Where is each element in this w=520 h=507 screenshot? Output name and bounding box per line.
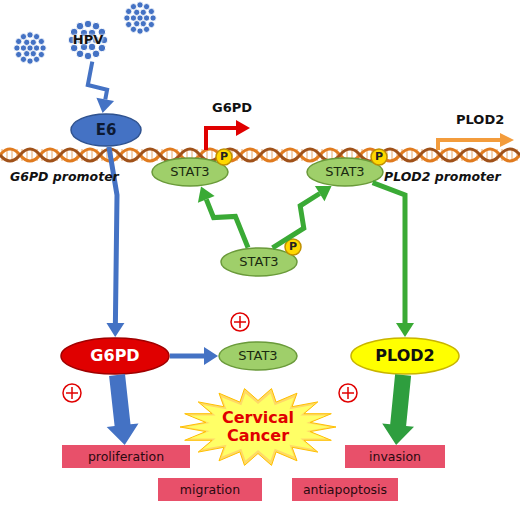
connector bbox=[198, 186, 248, 247]
gene-label: G6PD bbox=[212, 100, 252, 115]
transcription-arrowhead bbox=[236, 120, 250, 136]
arrowhead bbox=[106, 323, 124, 337]
arrowhead bbox=[315, 186, 332, 201]
arrowhead bbox=[198, 186, 215, 202]
phospho-circle: P bbox=[370, 148, 388, 166]
lightning-line bbox=[273, 194, 320, 248]
ellipse-shape bbox=[285, 239, 301, 255]
ellipse-shape bbox=[152, 158, 228, 186]
arrow-line bbox=[170, 354, 204, 359]
node-text: G6PD bbox=[90, 347, 139, 365]
cancer-burst: Cervical Cancer bbox=[178, 386, 338, 468]
plus-symbol bbox=[63, 384, 81, 402]
node-text: STAT3 bbox=[238, 349, 277, 363]
dna-strand bbox=[0, 149, 520, 161]
plus-symbol bbox=[339, 384, 357, 402]
phospho-circle: P bbox=[284, 238, 302, 256]
node-text: migration bbox=[180, 483, 240, 497]
box-shape bbox=[158, 478, 262, 501]
protein-ellipse: STAT3P bbox=[220, 247, 298, 277]
ellipse-shape bbox=[307, 158, 383, 186]
connector bbox=[373, 183, 414, 337]
promoter-label: PLOD2 promoter bbox=[384, 169, 501, 184]
node-text: proliferation bbox=[88, 450, 164, 464]
outcome-box: proliferation bbox=[62, 445, 190, 468]
box-shape bbox=[292, 478, 398, 501]
transcription-arrowhead bbox=[500, 133, 514, 147]
node-text: P bbox=[375, 151, 383, 163]
node-text: Cervical Cancer bbox=[212, 409, 304, 444]
protein-ellipse: STAT3 bbox=[218, 341, 298, 371]
node-text: P bbox=[220, 151, 228, 163]
box-shape bbox=[345, 445, 445, 468]
virus-particle bbox=[124, 2, 156, 34]
dna-rungs bbox=[0, 149, 520, 161]
ellipse-shape bbox=[219, 342, 297, 370]
node-text: antiapoptosis bbox=[303, 483, 387, 497]
protein-ellipse: PLOD2 bbox=[350, 337, 460, 375]
node-text: HPV bbox=[73, 33, 103, 47]
connector bbox=[273, 186, 332, 248]
node-text: STAT3 bbox=[170, 165, 209, 179]
ellipse-shape bbox=[61, 338, 169, 374]
virus-particle bbox=[68, 20, 108, 60]
outcome-box: antiapoptosis bbox=[292, 478, 398, 501]
ellipse-shape bbox=[71, 114, 141, 146]
outcome-box: migration bbox=[158, 478, 262, 501]
burst-glow bbox=[180, 389, 336, 466]
box-shape bbox=[62, 445, 190, 468]
protein-ellipse: E6 bbox=[70, 113, 142, 147]
ellipse-shape bbox=[371, 149, 387, 165]
virus-node: HPV bbox=[66, 18, 110, 62]
transcription-arrow bbox=[206, 128, 236, 150]
arrow-line bbox=[373, 183, 405, 323]
arrowhead bbox=[96, 98, 114, 113]
protein-ellipse: G6PD bbox=[60, 337, 170, 375]
burst-core bbox=[186, 394, 330, 461]
fat-arrow bbox=[382, 374, 414, 445]
transcription-arrow bbox=[438, 140, 500, 150]
arrowhead bbox=[396, 323, 414, 337]
plus-symbol bbox=[231, 313, 249, 331]
phospho-circle: P bbox=[215, 148, 233, 166]
lightning-line bbox=[88, 62, 107, 100]
node-text: STAT3 bbox=[239, 255, 278, 269]
lightning-line bbox=[206, 199, 248, 247]
dna-strand bbox=[0, 149, 520, 161]
connector bbox=[382, 374, 414, 445]
protein-ellipse: STAT3P bbox=[306, 157, 384, 187]
connector bbox=[107, 374, 139, 445]
node-text: PLOD2 bbox=[375, 347, 434, 365]
outcome-box: invasion bbox=[345, 445, 445, 468]
gene-label: PLOD2 bbox=[456, 112, 504, 127]
arrowhead bbox=[204, 347, 218, 365]
node-text: E6 bbox=[96, 122, 117, 139]
node-text: P bbox=[289, 241, 297, 253]
ellipse-shape bbox=[216, 149, 232, 165]
ellipse-shape bbox=[351, 338, 459, 374]
promoter-label: G6PD promoter bbox=[10, 169, 119, 184]
connector bbox=[88, 62, 114, 113]
fat-arrow bbox=[107, 374, 139, 445]
ellipse-shape bbox=[221, 248, 297, 276]
connector bbox=[170, 347, 218, 365]
virus-particle bbox=[14, 32, 46, 64]
protein-ellipse: STAT3P bbox=[151, 157, 229, 187]
node-text: STAT3 bbox=[325, 165, 364, 179]
node-text: invasion bbox=[369, 450, 421, 464]
